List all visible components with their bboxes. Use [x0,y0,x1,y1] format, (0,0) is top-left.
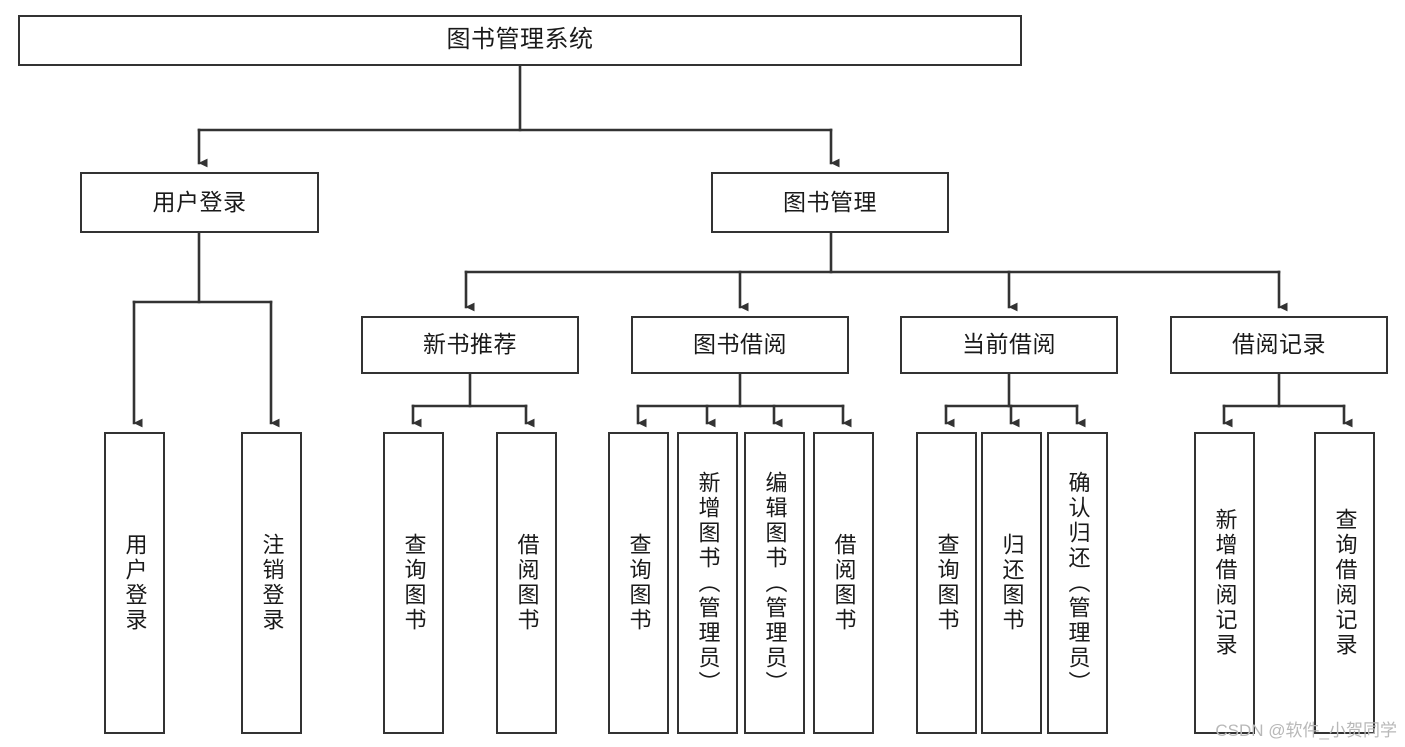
leaf-query-record-label: 查询借阅记录 [1332,508,1358,658]
node-new-book-recommend[interactable]: 新书推荐 [361,316,579,374]
leaf-edit-book-label: 编辑图书（管理员） [762,470,788,696]
leaf-query-book-2-label: 查询图书 [626,533,652,633]
leaf-borrow-book-2-label: 借阅图书 [831,533,857,633]
leaf-logout-label: 注销登录 [259,533,285,633]
node-user-login[interactable]: 用户登录 [80,172,319,233]
node-current-borrow[interactable]: 当前借阅 [900,316,1118,374]
node-new-book-recommend-label: 新书推荐 [423,331,517,358]
leaf-logout[interactable]: 注销登录 [241,432,302,734]
leaf-user-login-label: 用户登录 [122,533,148,633]
node-book-borrow[interactable]: 图书借阅 [631,316,849,374]
csdn-watermark: CSDN @软件_小贺同学 [1215,721,1397,740]
leaf-query-book-3-label: 查询图书 [934,533,960,633]
leaf-borrow-book-1[interactable]: 借阅图书 [496,432,557,734]
leaf-add-record[interactable]: 新增借阅记录 [1194,432,1255,734]
leaf-borrow-book-1-label: 借阅图书 [514,533,540,633]
node-borrow-record[interactable]: 借阅记录 [1170,316,1388,374]
node-book-manage-label: 图书管理 [783,188,877,215]
node-borrow-record-label: 借阅记录 [1232,331,1326,358]
leaf-return-book-label: 归还图书 [999,533,1025,633]
node-book-borrow-label: 图书借阅 [693,331,787,358]
leaf-query-book-1-label: 查询图书 [401,533,427,633]
leaf-query-book-2[interactable]: 查询图书 [608,432,669,734]
leaf-confirm-return[interactable]: 确认归还（管理员） [1047,432,1108,734]
leaf-return-book[interactable]: 归还图书 [981,432,1042,734]
leaf-add-book[interactable]: 新增图书（管理员） [677,432,738,734]
leaf-query-record[interactable]: 查询借阅记录 [1314,432,1375,734]
leaf-add-book-label: 新增图书（管理员） [695,470,721,696]
node-root-system-label: 图书管理系统 [446,26,594,54]
leaf-add-record-label: 新增借阅记录 [1212,508,1238,658]
node-root-system[interactable]: 图书管理系统 [18,15,1022,66]
leaf-query-book-3[interactable]: 查询图书 [916,432,977,734]
node-book-manage[interactable]: 图书管理 [711,172,949,233]
leaf-query-book-1[interactable]: 查询图书 [383,432,444,734]
node-current-borrow-label: 当前借阅 [962,331,1056,358]
leaf-borrow-book-2[interactable]: 借阅图书 [813,432,874,734]
leaf-confirm-return-label: 确认归还（管理员） [1065,470,1091,696]
leaf-edit-book[interactable]: 编辑图书（管理员） [744,432,805,734]
node-user-login-label: 用户登录 [152,188,247,215]
leaf-user-login[interactable]: 用户登录 [104,432,165,734]
